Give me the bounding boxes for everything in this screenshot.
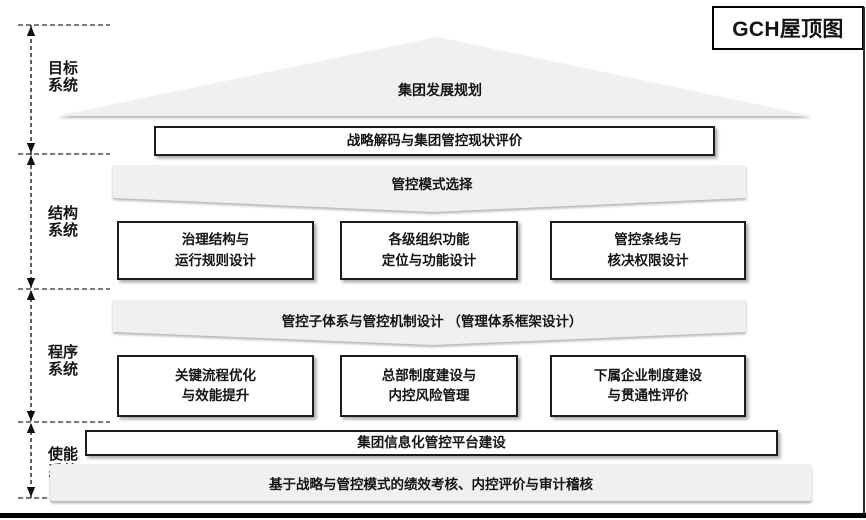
mechanism-banner-shape: [113, 300, 746, 345]
arrow-up-icon: [26, 423, 36, 433]
arrow-up-icon: [26, 26, 36, 36]
arrow-down-icon: [26, 143, 36, 153]
mechanism-banner-label: 管控子体系与管控机制设计 （管理体系框架设计）: [281, 314, 583, 329]
roof-triangle-shape: [57, 37, 812, 116]
strategy-decode-bar: 战略解码与集团管控现状评价: [154, 126, 715, 156]
procedure-box-process: 关键流程优化 与效能提升: [117, 355, 314, 417]
roof-label: 集团发展规划: [398, 82, 482, 98]
performance-audit-bar: 基于战略与管控模式的绩效考核、内控评价与审计稽核: [50, 464, 812, 501]
arrow-down-icon: [26, 411, 36, 421]
diagram-title: GCH屋顶图: [732, 18, 844, 41]
right-border-line: [863, 7, 865, 516]
procedure-box-subsidiary-policy: 下属企业制度建设 与贯通性评价: [550, 355, 746, 417]
bottom-bar: [0, 513, 866, 518]
arrow-down-icon: [26, 278, 36, 288]
structure-box-organization: 各级组织功能 定位与功能设计: [340, 221, 518, 280]
section-label-goal: 目标 系统: [48, 60, 79, 95]
mode-banner-shape: [113, 165, 746, 212]
arrow-up-icon: [26, 155, 36, 165]
info-platform-bar: 集团信息化管控平台建设: [85, 430, 778, 456]
procedure-box-hq-policy: 总部制度建设与 内控风险管理: [340, 355, 518, 417]
structure-box-governance: 治理结构与 运行规则设计: [117, 221, 314, 280]
structure-box-authority: 管控条线与 核决权限设计: [550, 221, 746, 280]
diagram-title-box: GCH屋顶图: [712, 6, 864, 50]
arrow-down-icon: [26, 487, 36, 497]
section-label-procedure: 程序 系统: [48, 344, 79, 379]
mode-banner-label: 管控模式选择: [391, 177, 473, 192]
section-label-structure: 结构 系统: [48, 205, 79, 240]
arrow-up-icon: [26, 290, 36, 300]
